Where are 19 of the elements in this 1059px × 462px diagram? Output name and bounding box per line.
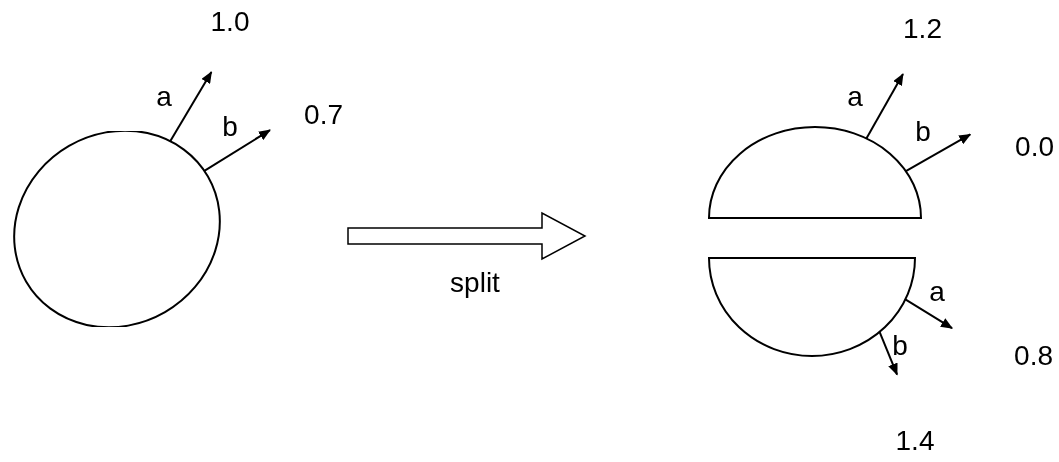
edge-label: a bbox=[156, 83, 172, 111]
edge-label: a bbox=[847, 83, 863, 111]
arrow bbox=[203, 129, 271, 172]
edge-label: a bbox=[929, 278, 945, 306]
arrow bbox=[904, 298, 954, 330]
value-label: 0.8 bbox=[950, 326, 1053, 370]
arrow-label: split bbox=[450, 269, 500, 297]
edge-label: b bbox=[915, 118, 931, 146]
value-label: 1.0 bbox=[200, 8, 260, 72]
value-label: 1.2 bbox=[891, 15, 954, 74]
value-label: 0.7 bbox=[270, 97, 343, 133]
arrow bbox=[878, 330, 899, 376]
arrow bbox=[865, 73, 904, 140]
value-label: 0.0 bbox=[963, 128, 1054, 166]
arrow bbox=[904, 133, 972, 173]
value-label: 1.4 bbox=[892, 373, 938, 455]
arrow bbox=[169, 71, 213, 143]
edge-label: b bbox=[892, 332, 908, 360]
edge-label: b bbox=[222, 113, 238, 141]
